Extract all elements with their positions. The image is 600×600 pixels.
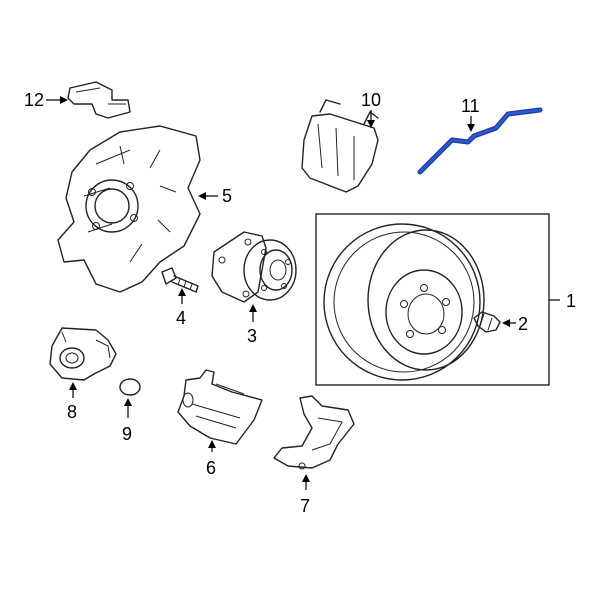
arrowhead-10 [367, 120, 375, 128]
part-9-o-ring[interactable] [119, 378, 141, 396]
arrowhead-7 [302, 474, 310, 482]
callout-3: 3 [247, 304, 257, 346]
arrowhead-9 [124, 398, 132, 406]
arrowhead-2 [502, 319, 510, 327]
callout-7-label: 7 [300, 496, 310, 516]
arrowhead-5 [198, 192, 206, 200]
arrowhead-4 [178, 288, 186, 296]
callout-12-label: 12 [24, 90, 44, 110]
callout-9-label: 9 [122, 424, 132, 444]
callout-11-label: 11 [461, 96, 480, 116]
callout-10: 10 [361, 90, 381, 128]
callout-4-label: 4 [176, 308, 186, 328]
part-7-caliper-bracket[interactable] [273, 395, 355, 470]
callout-8-label: 8 [67, 402, 77, 422]
callout-8: 8 [67, 382, 77, 422]
callout-10-label: 10 [361, 90, 381, 110]
callout-5: 5 [198, 186, 232, 206]
callout-11: 11 [461, 96, 480, 132]
callout-9: 9 [122, 398, 132, 444]
arrowhead-12 [60, 96, 68, 104]
arrowhead-8 [69, 382, 77, 390]
part-1-brake-rotor[interactable] [323, 223, 485, 381]
part-11-brake-line[interactable] [417, 107, 543, 175]
callout-6-label: 6 [206, 458, 216, 478]
part-6-caliper[interactable] [177, 369, 263, 445]
callout-12: 12 [24, 90, 68, 110]
arrowhead-3 [249, 304, 257, 312]
part-8-brake-motor[interactable] [49, 327, 117, 381]
part-5-backing-plate[interactable] [57, 125, 201, 293]
callout-2: 2 [502, 314, 528, 334]
callout-7: 7 [300, 474, 310, 516]
callout-3-label: 3 [247, 326, 257, 346]
part-2-rotor-screw[interactable] [473, 311, 501, 333]
callout-1: 1 [549, 291, 576, 311]
part-1-group-box [315, 213, 550, 386]
callout-6: 6 [206, 440, 216, 478]
callout-4: 4 [176, 288, 186, 328]
part-4-bolt[interactable] [161, 267, 199, 293]
arrowhead-11 [467, 124, 475, 132]
part-3-hub-bearing[interactable] [211, 231, 297, 303]
callout-2-label: 2 [518, 314, 528, 334]
part-12-sensor-connector[interactable] [67, 81, 131, 119]
callout-1-label: 1 [566, 291, 576, 311]
arrowhead-6 [208, 440, 216, 448]
part-10-brake-pads[interactable] [301, 99, 379, 193]
callout-5-label: 5 [222, 186, 232, 206]
